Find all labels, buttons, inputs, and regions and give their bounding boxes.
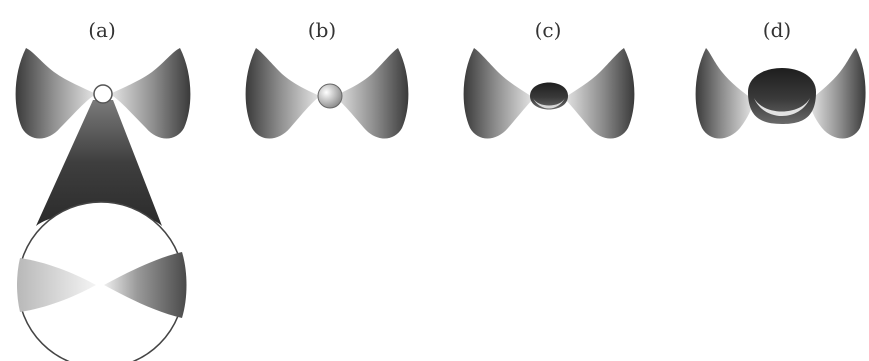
panel-c: (c) xyxy=(464,18,635,139)
left-lobe-d xyxy=(696,48,754,139)
panel-d-label: (d) xyxy=(763,18,791,42)
right-lobe-d xyxy=(810,48,866,139)
panel-c-label: (c) xyxy=(535,18,562,42)
right-lobe-c xyxy=(564,48,634,139)
panel-b: (b) xyxy=(246,18,409,139)
sphere-b xyxy=(318,84,342,108)
panel-a: (a) xyxy=(16,18,191,361)
left-lobe-b xyxy=(246,48,320,139)
panel-b-label: (b) xyxy=(308,18,336,42)
right-lobe-b xyxy=(334,48,408,139)
panel-d: (d) xyxy=(696,18,866,139)
panel-a-label: (a) xyxy=(88,18,116,42)
sphere-c xyxy=(530,83,568,110)
small-sphere-a xyxy=(94,85,112,103)
magnified-view xyxy=(17,202,187,361)
left-lobe-c xyxy=(464,48,534,139)
